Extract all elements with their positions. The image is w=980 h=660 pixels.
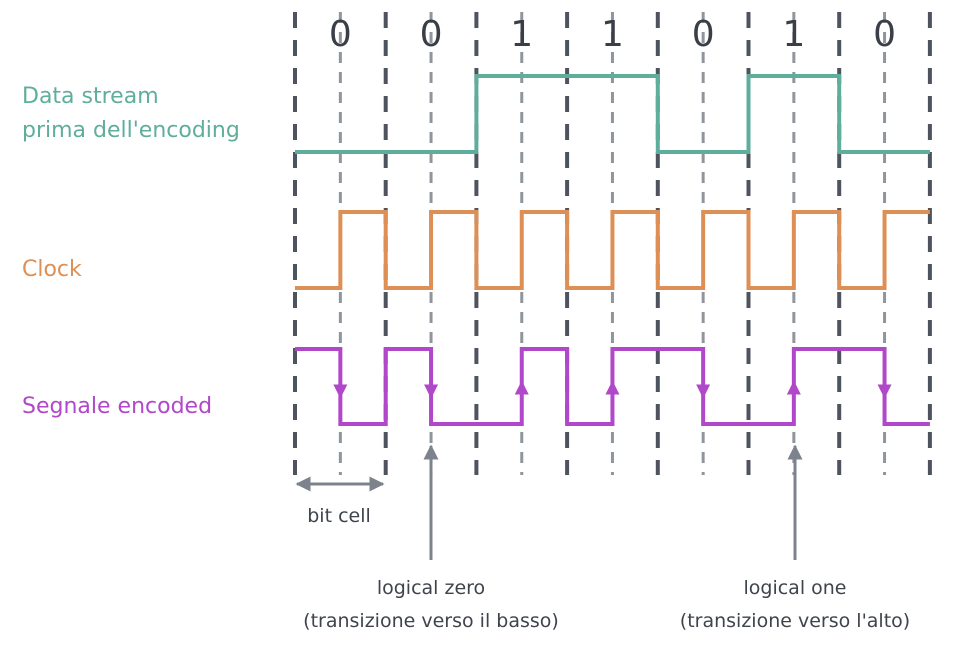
bit-value: 0 <box>329 14 352 55</box>
data-stream-label-line1: Data stream <box>22 84 159 109</box>
bit-value: 1 <box>510 14 533 55</box>
bit-values-row: 0 0 1 1 0 1 0 <box>329 14 896 55</box>
bit-cell-label: bit cell <box>307 505 371 527</box>
down-transition-arrow <box>696 384 711 399</box>
clock-label: Clock <box>22 257 82 282</box>
up-transition-arrow <box>786 380 801 395</box>
logical-one-label: logical one <box>743 577 846 599</box>
bit-value: 0 <box>873 14 896 55</box>
down-transition-arrow <box>424 384 439 399</box>
data-stream-label-line2: prima dell'encoding <box>22 118 240 143</box>
bit-value: 1 <box>601 14 624 55</box>
logical-zero-label: logical zero <box>377 577 485 599</box>
down-transition-arrow <box>877 384 892 399</box>
transition-arrows <box>333 380 892 399</box>
bit-value: 0 <box>420 14 443 55</box>
bit-value: 1 <box>782 14 805 55</box>
bit-value: 0 <box>692 14 715 55</box>
up-transition-arrow <box>514 380 529 395</box>
logical-one-description: (transizione verso l'alto) <box>680 610 910 632</box>
clock-waveform <box>295 210 930 290</box>
up-transition-arrow <box>605 380 620 395</box>
encoded-signal-label: Segnale encoded <box>22 394 212 419</box>
down-transition-arrow <box>333 384 348 399</box>
data-stream-waveform <box>295 74 930 154</box>
encoded-signal-waveform <box>295 347 930 426</box>
logical-zero-description: (transizione verso il basso) <box>303 610 559 632</box>
